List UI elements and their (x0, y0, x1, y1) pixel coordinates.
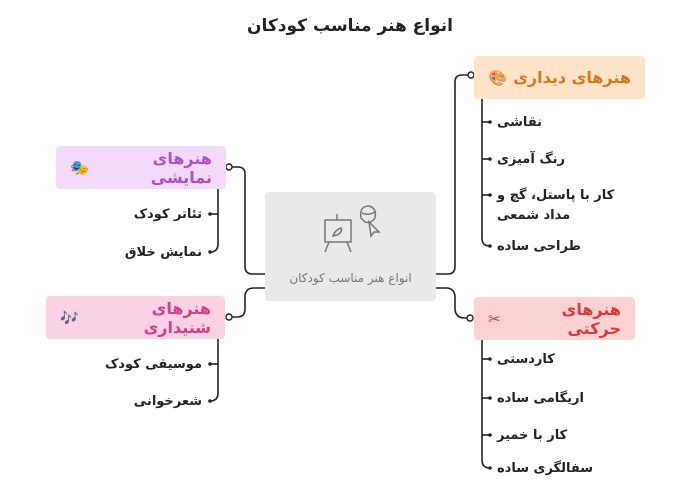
music-face-icon: 🎶 (60, 308, 79, 327)
leaf-painting[interactable]: نقاشی (497, 115, 543, 130)
branch-node-auditory-arts[interactable]: 🎶 هنرهای شنیداری (46, 296, 225, 339)
branch-label: هنرهای نمایشی (150, 148, 212, 187)
leaf-children-music[interactable]: موسیقی کودک (104, 357, 202, 372)
branch-label: هنرهای شنیداری (143, 298, 211, 337)
leaf-clay-dough[interactable]: کار با خمیر (497, 428, 568, 443)
diagram-title: انواع هنر مناسب کودکان (247, 16, 453, 36)
leaf-simple-origami[interactable]: اریگامی ساده (497, 391, 585, 406)
branch-label: هنرهای حرکتی (561, 299, 621, 338)
leaf-handicrafts[interactable]: کاردستی (497, 352, 555, 367)
leaf-simple-drawing[interactable]: طراحی ساده (497, 239, 581, 254)
leaf-simple-pottery[interactable]: سفالگری ساده (497, 461, 594, 476)
theater-easel-icon: 🎭 (70, 158, 89, 177)
central-topic-label: انواع هنر مناسب کودکان (289, 271, 412, 285)
branch-node-movement-arts[interactable]: ✂ هنرهای حرکتی (474, 297, 635, 340)
art-palette-icon: 🎨 (488, 68, 508, 87)
branch-label: هنرهای دیداری (513, 68, 631, 87)
branch-node-performing-arts[interactable]: 🎭 هنرهای نمایشی (56, 146, 226, 189)
leaf-poetry-reading[interactable]: شعرخوانی (133, 394, 202, 409)
branch-node-visual-arts[interactable]: 🎨 هنرهای دیداری (474, 56, 645, 99)
leaf-coloring[interactable]: رنگ آمیزی (497, 152, 566, 167)
central-topic-node[interactable]: انواع هنر مناسب کودکان (265, 192, 436, 301)
leaf-pastel-chalk-crayon[interactable]: کار با پاستل، گچ و مداد شمعی (497, 188, 615, 223)
leaf-children-theater[interactable]: تئاتر کودک (133, 207, 202, 222)
leaf-creative-drama[interactable]: نمایش خلاق (124, 245, 202, 260)
crafts-figure-icon: ✂ (488, 309, 501, 328)
easel-child-pointer-icon (324, 205, 381, 253)
